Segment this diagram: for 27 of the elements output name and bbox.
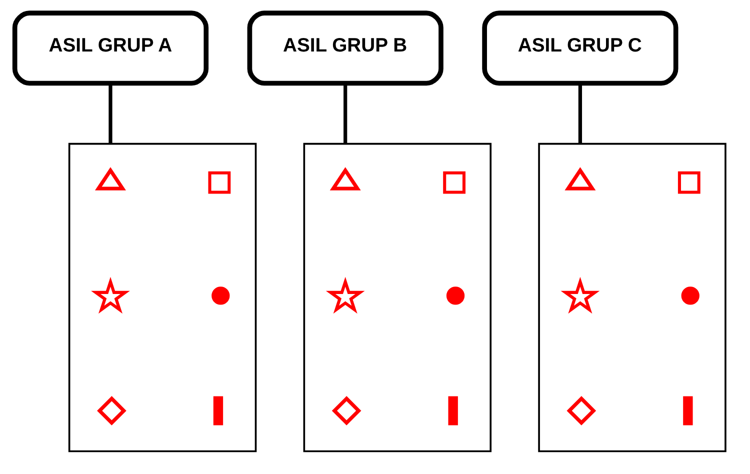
node-square	[208, 171, 231, 194]
node-diamond	[332, 396, 362, 426]
node-triangle	[330, 167, 361, 190]
node-circle	[212, 286, 230, 305]
node-triangle	[94, 167, 126, 190]
node-box: ASIL GRUP A	[12, 10, 209, 86]
node-square	[443, 171, 466, 194]
node-box: ASIL GRUP B	[247, 10, 444, 86]
node-circle	[446, 286, 465, 305]
node-bar	[213, 396, 224, 426]
node-bar	[683, 396, 693, 426]
node-triangle	[564, 167, 596, 190]
node-diamond	[97, 396, 126, 426]
node-circle	[681, 286, 700, 305]
cluster	[303, 142, 492, 452]
node-star	[326, 276, 365, 314]
node-box: ASIL GRUP C	[482, 10, 678, 86]
node-bar	[448, 396, 458, 426]
connector	[344, 83, 348, 144]
connector	[578, 83, 582, 144]
cluster	[68, 142, 257, 452]
cluster	[538, 142, 726, 452]
node-diamond	[566, 396, 596, 426]
connector	[108, 83, 112, 144]
node-star	[560, 276, 600, 314]
node-square	[678, 171, 700, 194]
node-star	[91, 276, 130, 314]
